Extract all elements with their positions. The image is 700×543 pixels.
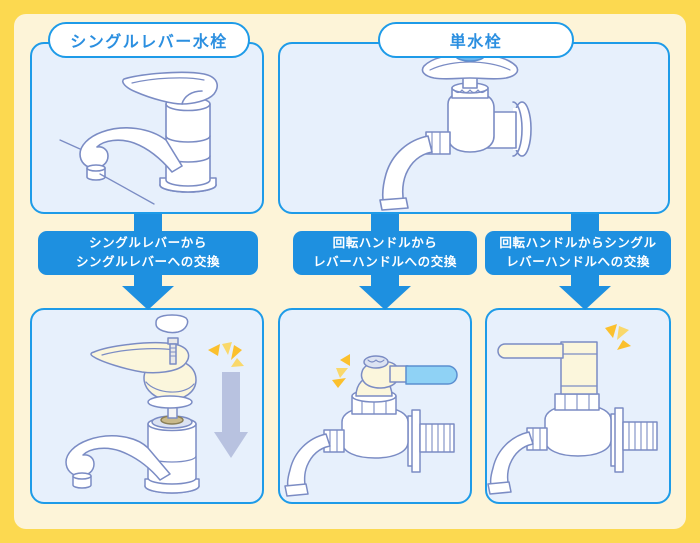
arrow-2-label: 回転ハンドルから レバーハンドルへの交換 [293,231,477,275]
arrow-3-head [559,286,611,310]
panel-bottom-lever-exploded [30,308,264,504]
single-lever-faucet-exploded-replacement-illustration [65,314,248,494]
spark-icon [605,324,631,350]
panel-top-single-tap [278,42,670,214]
arrow-1-label: シングルレバーから シングルレバーへの交換 [38,231,258,275]
panel-top-single-lever [30,42,264,214]
panel-bottom-blue-lever-tap [278,308,472,504]
wall-mounted-rotary-tap-illustration [379,48,532,211]
tap-with-single-lever-handle-illustration [487,324,658,495]
chip-single-tap: 単水栓 [378,22,574,58]
arrow-1-head [122,286,174,310]
chip-single-lever-faucet-label: シングルレバー水栓 [70,32,228,51]
arrow-3-label: 回転ハンドルからシングル レバーハンドルへの交換 [485,231,671,275]
arrow-3-line-1: 回転ハンドルからシングル [499,235,657,251]
arrow-1-line-1: シングルレバーから [89,235,207,251]
panel-bottom-single-lever-tap [485,308,671,504]
arrow-2-line-1: 回転ハンドルから [332,235,438,251]
spark-icon [208,342,244,367]
arrow-3-line-2: レバーハンドルへの交換 [506,254,650,269]
single-lever-mixer-faucet-illustration [59,71,218,205]
arrow-1-line-2: シングルレバーへの交換 [75,254,221,269]
arrow-2-head [359,286,411,310]
tap-with-blue-lever-handle-illustration [284,354,458,497]
down-arrow-icon [214,372,248,458]
arrow-2-line-2: レバーハンドルへの交換 [313,254,457,269]
chip-single-tap-label: 単水栓 [449,32,503,51]
spark-icon [332,354,350,388]
chip-single-lever-faucet: シングルレバー水栓 [48,22,250,58]
